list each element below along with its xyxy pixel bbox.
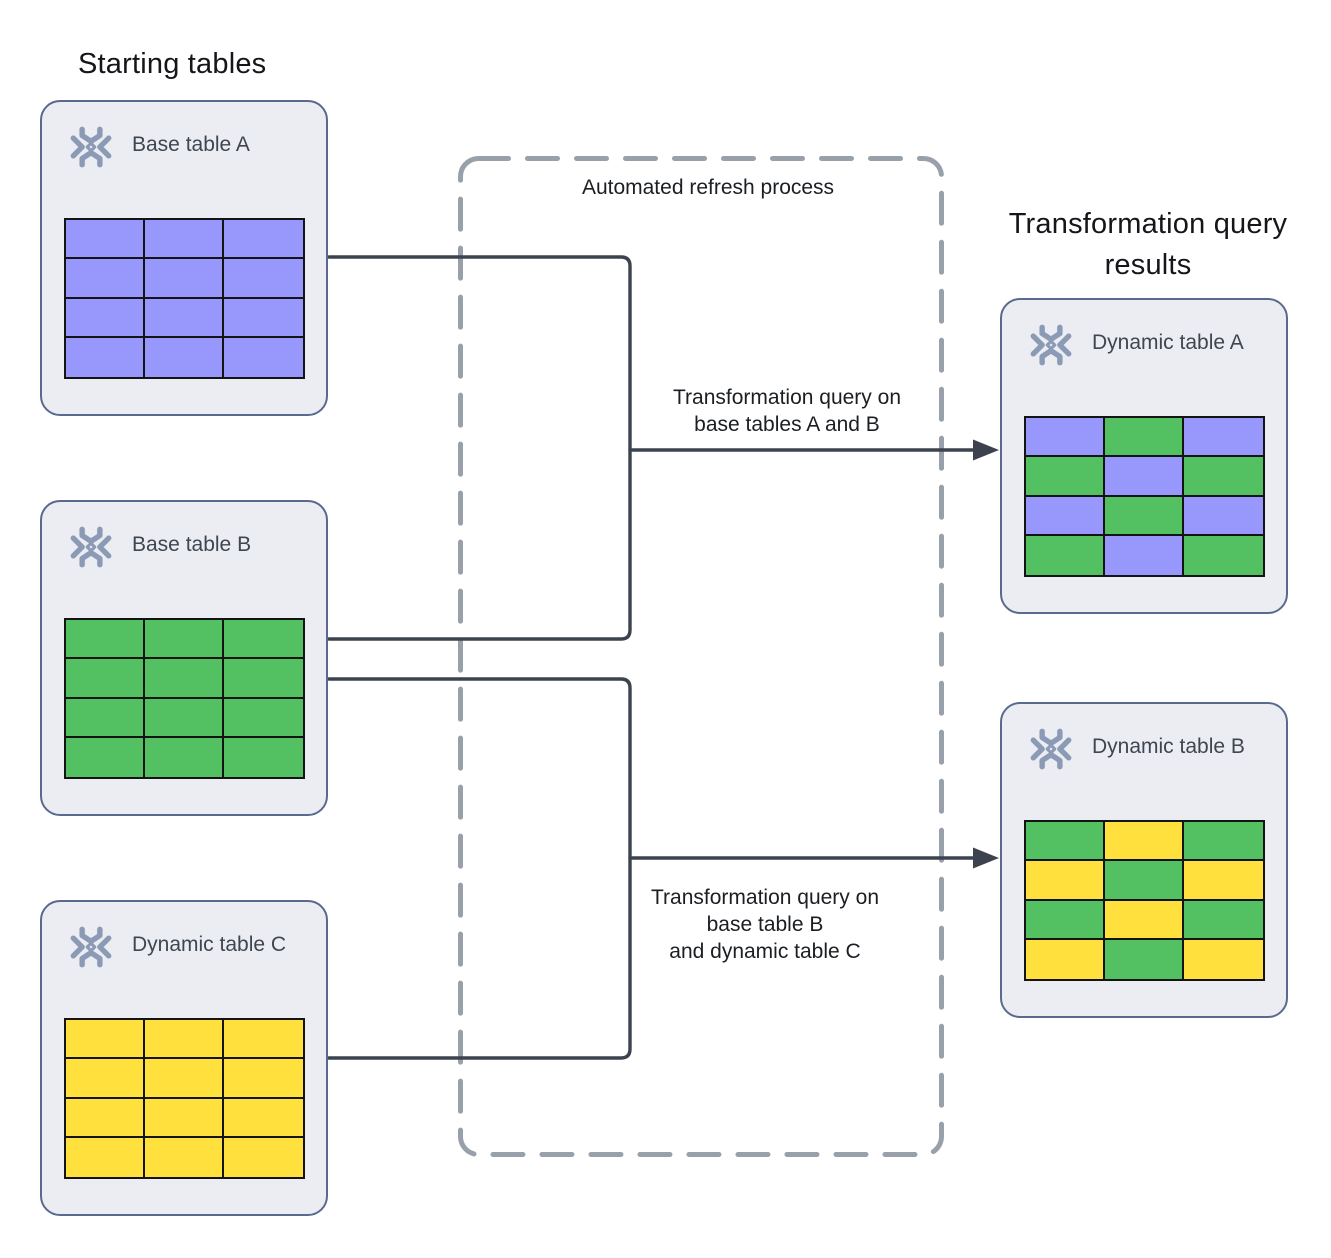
transformation-query-results-heading: Transformation query results [1008, 208, 1288, 281]
table-cell-purple [145, 220, 224, 260]
table-grid-base-b [64, 618, 305, 779]
table-cell-green [1105, 939, 1184, 979]
table-cell-yellow [145, 1059, 224, 1099]
table-cell-yellow [1026, 861, 1105, 901]
table-cell-green [1184, 900, 1263, 940]
table-cell-green [1105, 496, 1184, 536]
snowflake-icon [1026, 724, 1076, 774]
table-cell-green [224, 698, 303, 738]
card-dynamic-table-a: Dynamic table A [1000, 298, 1288, 614]
table-cell-yellow [224, 1059, 303, 1099]
table-cell-green [1026, 900, 1105, 940]
table-cell-green [224, 737, 303, 777]
table-cell-purple [145, 298, 224, 338]
table-cell-green [1105, 418, 1184, 458]
arrowhead-dynamic-a [973, 439, 999, 461]
table-grid-dynamic-c [64, 1018, 305, 1179]
snowflake-icon [1026, 320, 1076, 370]
automated-refresh-process-label: Automated refresh process [581, 176, 835, 199]
card-label-base-table-b: Base table B [132, 533, 252, 556]
table-cell-green [1026, 535, 1105, 575]
table-cell-green [145, 620, 224, 660]
automated-refresh-process-box [458, 156, 944, 1157]
table-grid-dynamic-b [1024, 820, 1265, 981]
table-cell-green [66, 659, 145, 699]
snowflake-icon [66, 122, 116, 172]
table-cell-purple [1184, 496, 1263, 536]
table-grid-dynamic-a [1024, 416, 1265, 577]
table-cell-yellow [224, 1137, 303, 1177]
table-cell-purple [66, 298, 145, 338]
table-cell-purple [1184, 418, 1263, 458]
table-cell-yellow [1105, 822, 1184, 862]
table-cell-green [66, 737, 145, 777]
table-cell-green [1184, 535, 1263, 575]
table-cell-purple [1026, 418, 1105, 458]
table-cell-green [224, 620, 303, 660]
table-cell-green [145, 659, 224, 699]
table-cell-yellow [1026, 939, 1105, 979]
card-base-table-b: Base table B [40, 500, 328, 816]
table-cell-green [1026, 457, 1105, 497]
card-base-table-a: Base table A [40, 100, 328, 416]
table-cell-purple [224, 337, 303, 377]
connector-base-b-dynamic-c-merge [327, 677, 632, 1060]
table-cell-purple [145, 337, 224, 377]
arrow-label-line: Transformation query on [673, 386, 901, 409]
table-cell-purple [66, 337, 145, 377]
table-cell-green [66, 698, 145, 738]
card-dynamic-table-c: Dynamic table C [40, 900, 328, 1216]
starting-tables-heading: Starting tables [78, 48, 267, 80]
table-cell-yellow [66, 1137, 145, 1177]
arrowhead-dynamic-b [973, 847, 999, 869]
table-cell-purple [1105, 535, 1184, 575]
card-label-base-table-a: Base table A [132, 133, 250, 156]
table-cell-yellow [66, 1059, 145, 1099]
card-dynamic-table-b: Dynamic table B [1000, 702, 1288, 1018]
table-cell-yellow [224, 1098, 303, 1138]
table-cell-yellow [145, 1137, 224, 1177]
table-cell-yellow [1184, 939, 1263, 979]
snowflake-icon [66, 522, 116, 572]
table-cell-green [224, 659, 303, 699]
table-cell-purple [145, 259, 224, 299]
arrow-label-line: Transformation query on [651, 886, 879, 909]
card-label-dynamic-table-b: Dynamic table B [1092, 735, 1245, 758]
table-cell-green [145, 737, 224, 777]
table-cell-green [1105, 861, 1184, 901]
table-cell-purple [66, 259, 145, 299]
arrow-label-to-dynamic-a: Transformation query on base tables A an… [627, 384, 947, 438]
table-cell-yellow [145, 1098, 224, 1138]
arrow-label-line: base tables A and B [694, 413, 880, 436]
arrow-label-line: and dynamic table C [669, 940, 861, 963]
card-label-dynamic-table-a: Dynamic table A [1092, 331, 1244, 354]
arrow-label-to-dynamic-b: Transformation query on base table B and… [605, 884, 925, 965]
arrow-label-line: base table B [706, 913, 824, 936]
table-grid-base-a [64, 218, 305, 379]
table-cell-green [1026, 822, 1105, 862]
card-label-dynamic-table-c: Dynamic table C [132, 933, 287, 956]
table-cell-purple [1105, 457, 1184, 497]
table-cell-green [66, 620, 145, 660]
table-cell-purple [224, 259, 303, 299]
table-cell-purple [224, 220, 303, 260]
table-cell-yellow [145, 1020, 224, 1060]
table-cell-purple [224, 298, 303, 338]
table-cell-yellow [1105, 900, 1184, 940]
table-cell-yellow [66, 1020, 145, 1060]
table-cell-green [1184, 822, 1263, 862]
table-cell-green [145, 698, 224, 738]
table-cell-purple [1026, 496, 1105, 536]
table-cell-purple [66, 220, 145, 260]
table-cell-green [1184, 457, 1263, 497]
connector-base-a-base-b-merge [327, 255, 632, 641]
table-cell-yellow [224, 1020, 303, 1060]
table-cell-yellow [66, 1098, 145, 1138]
snowflake-icon [66, 922, 116, 972]
table-cell-yellow [1184, 861, 1263, 901]
